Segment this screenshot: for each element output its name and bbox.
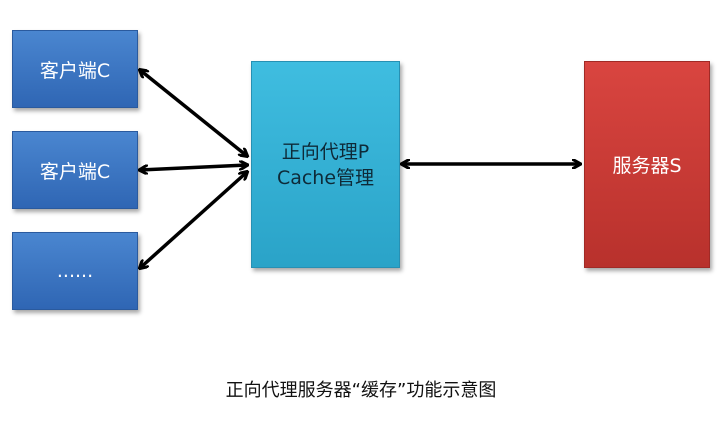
client-label: ...... — [56, 260, 94, 282]
server-label: 服务器S — [612, 155, 682, 177]
arrow-client3-proxy — [140, 172, 247, 268]
diagram-caption: 正向代理服务器“缓存”功能示意图 — [225, 380, 497, 401]
proxy-label-line2: Cache管理 — [276, 166, 375, 189]
proxy-label-line1: 正向代理P — [281, 140, 370, 163]
client-label: 客户端C — [39, 59, 111, 82]
client-box-1: 客户端C — [12, 30, 138, 108]
arrow-client2-proxy — [140, 165, 247, 170]
client-box-2: 客户端C — [12, 131, 138, 209]
proxy-box: 正向代理P Cache管理 — [251, 61, 400, 268]
client-label: 客户端C — [39, 160, 111, 183]
arrow-client1-proxy — [140, 70, 247, 156]
server-box: 服务器S — [584, 61, 710, 268]
client-box-3: ...... — [12, 232, 138, 310]
